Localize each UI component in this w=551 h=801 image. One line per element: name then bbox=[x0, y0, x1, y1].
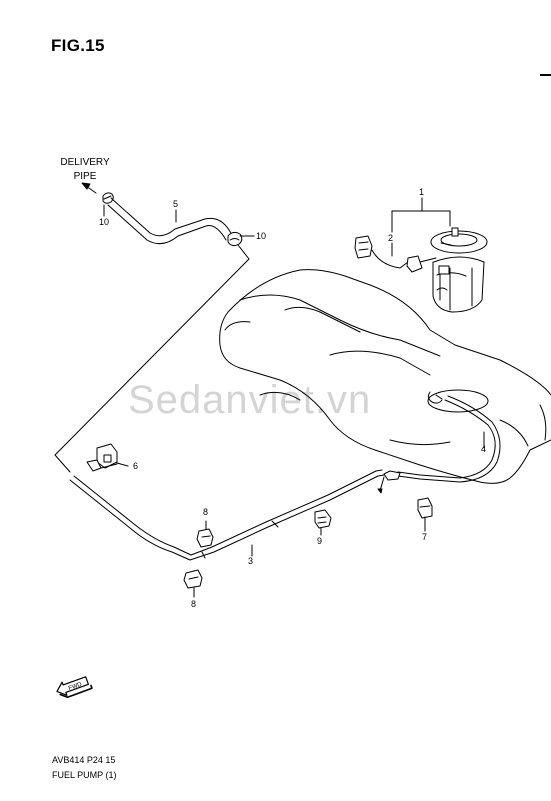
delivery-pipe-line2: PIPE bbox=[73, 171, 97, 182]
callout-3: 3 bbox=[248, 556, 254, 566]
callout-8-upper: 8 bbox=[203, 507, 209, 517]
callout-6: 6 bbox=[133, 461, 139, 471]
callout-5: 5 bbox=[173, 199, 179, 209]
clamp-10-lower bbox=[227, 231, 243, 247]
callout-1: 1 bbox=[419, 187, 425, 197]
callout-4: 4 bbox=[481, 444, 487, 454]
callout-9: 9 bbox=[317, 536, 323, 546]
bracket-1 bbox=[391, 197, 451, 257]
callout-2: 2 bbox=[388, 233, 394, 243]
clip-7 bbox=[417, 497, 433, 532]
pipe-route-line bbox=[54, 244, 250, 473]
figure-title: FIG.15 bbox=[51, 36, 105, 55]
fuel-pipe-3 bbox=[69, 469, 385, 561]
callout-10-upper: 10 bbox=[99, 217, 110, 227]
leader-lines bbox=[103, 204, 485, 557]
callout-7: 7 bbox=[422, 532, 428, 542]
clip-9 bbox=[314, 509, 332, 536]
clip-8-lower bbox=[183, 569, 203, 598]
corner-mark bbox=[540, 74, 551, 76]
connector-6 bbox=[86, 443, 129, 472]
callout-8-lower: 8 bbox=[191, 599, 197, 609]
delivery-arrow-icon bbox=[81, 182, 97, 194]
footer-name: FUEL PUMP (1) bbox=[52, 770, 117, 780]
fwd-arrow-icon: FWD bbox=[56, 676, 93, 698]
hose-5 bbox=[107, 197, 233, 245]
callout-10-lower: 10 bbox=[256, 231, 267, 241]
footer-code: AVB414 P24 15 bbox=[52, 755, 116, 765]
clip-8-upper bbox=[196, 520, 214, 548]
fuel-pump-assembly bbox=[430, 227, 488, 313]
clamp-10-top bbox=[102, 192, 114, 204]
fuel-line-4 bbox=[377, 395, 501, 494]
fuel-tank bbox=[219, 269, 551, 484]
svg-text:FWD: FWD bbox=[68, 682, 84, 693]
wiring-harness-2 bbox=[354, 235, 437, 273]
delivery-pipe-line1: DELIVERY bbox=[60, 157, 110, 168]
delivery-pipe-label: DELIVERY PIPE bbox=[50, 156, 120, 184]
watermark: Sedanviet.vn bbox=[128, 378, 372, 422]
